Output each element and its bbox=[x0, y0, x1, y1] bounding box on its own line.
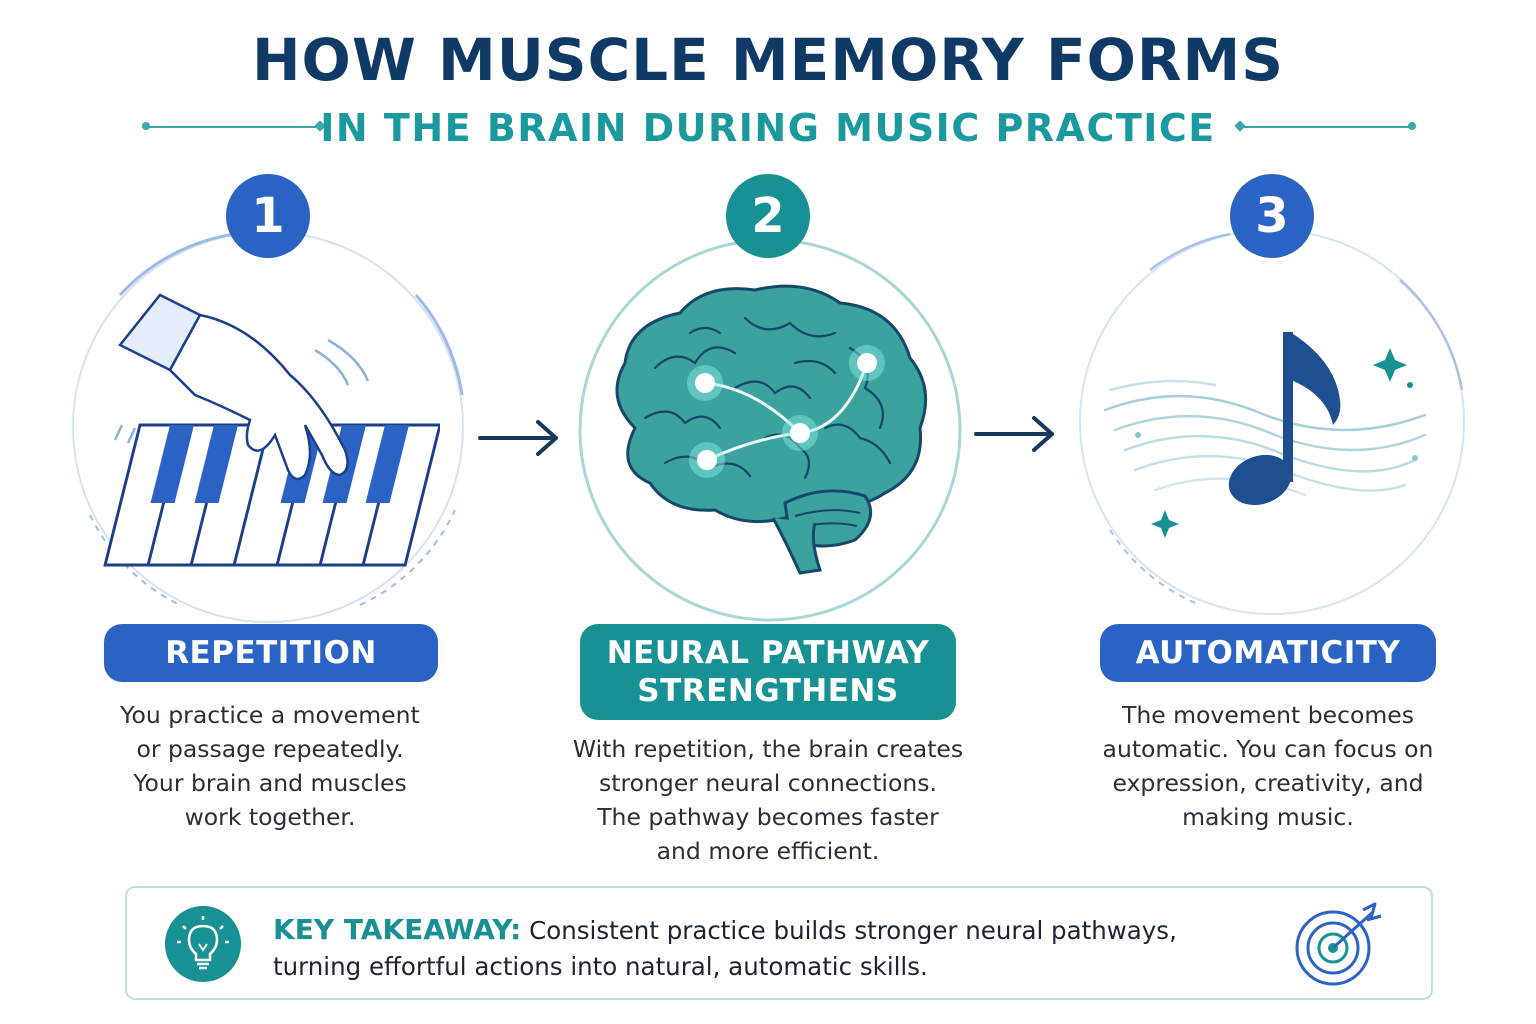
step1-desc-line4: work together. bbox=[184, 803, 356, 831]
step1-desc-line3: Your brain and muscles bbox=[133, 769, 407, 797]
subtitle-deco-line-left bbox=[148, 126, 316, 128]
brain-network-icon bbox=[615, 284, 928, 575]
subtitle-deco-line-right bbox=[1244, 126, 1410, 128]
step3-label-line1: AUTOMATICITY bbox=[1135, 635, 1401, 671]
step1-desc-line1: You practice a movement bbox=[120, 701, 420, 729]
step1-label-line1: REPETITION bbox=[165, 635, 377, 671]
step2-label: NEURAL PATHWAY STRENGTHENS bbox=[580, 624, 956, 720]
step3-desc-line2: automatic. You can focus on bbox=[1102, 735, 1434, 763]
step2-desc-line4: and more efficient. bbox=[656, 837, 880, 865]
page-subtitle: IN THE BRAIN DURING MUSIC PRACTICE bbox=[320, 106, 1216, 150]
target-icon bbox=[1295, 902, 1382, 986]
subtitle-deco-dot-right bbox=[1408, 122, 1416, 130]
step1-circle-frame bbox=[72, 230, 464, 623]
step1-desc-line2: or passage repeatedly. bbox=[136, 735, 404, 763]
subtitle-row: IN THE BRAIN DURING MUSIC PRACTICE bbox=[0, 102, 1536, 152]
hand-on-piano-icon bbox=[103, 293, 440, 567]
key-takeaway-box: KEY TAKEAWAY: Consistent practice builds… bbox=[125, 886, 1433, 1000]
step3-desc-line4: making music. bbox=[1182, 803, 1354, 831]
step3-number-badge: 3 bbox=[1230, 174, 1314, 258]
arrow-right-icon-2 bbox=[974, 416, 1054, 452]
step2-desc-line2: stronger neural connections. bbox=[599, 769, 937, 797]
step2-label-line2: STRENGTHENS bbox=[637, 673, 899, 709]
takeaway-line1: Consistent practice builds stronger neur… bbox=[521, 916, 1177, 945]
page-title: HOW MUSCLE MEMORY FORMS bbox=[251, 26, 1285, 94]
music-note-icon bbox=[1103, 332, 1427, 538]
takeaway-text: KEY TAKEAWAY: Consistent practice builds… bbox=[273, 912, 1273, 985]
step2-desc-line1: With repetition, the brain creates bbox=[572, 735, 964, 763]
step1-number-badge: 1 bbox=[226, 174, 310, 258]
takeaway-heading: KEY TAKEAWAY: bbox=[273, 913, 522, 946]
takeaway-line2: turning effortful actions into natural, … bbox=[273, 952, 928, 981]
arrow-right-icon-1 bbox=[478, 420, 558, 456]
step2-number-badge: 2 bbox=[726, 174, 810, 258]
step1-description: You practice a movement or passage repea… bbox=[78, 698, 462, 834]
step2-label-line1: NEURAL PATHWAY bbox=[606, 635, 930, 671]
step2-description: With repetition, the brain creates stron… bbox=[550, 732, 986, 868]
lightbulb-icon bbox=[165, 906, 241, 982]
subtitle-deco-dot-left bbox=[142, 122, 150, 130]
step2-desc-line3: The pathway becomes faster bbox=[597, 803, 939, 831]
step3-description: The movement becomes automatic. You can … bbox=[1068, 698, 1468, 834]
step3-desc-line1: The movement becomes bbox=[1121, 701, 1414, 729]
step3-label: AUTOMATICITY bbox=[1100, 624, 1436, 682]
step3-desc-line3: expression, creativity, and bbox=[1112, 769, 1424, 797]
step1-label: REPETITION bbox=[104, 624, 438, 682]
